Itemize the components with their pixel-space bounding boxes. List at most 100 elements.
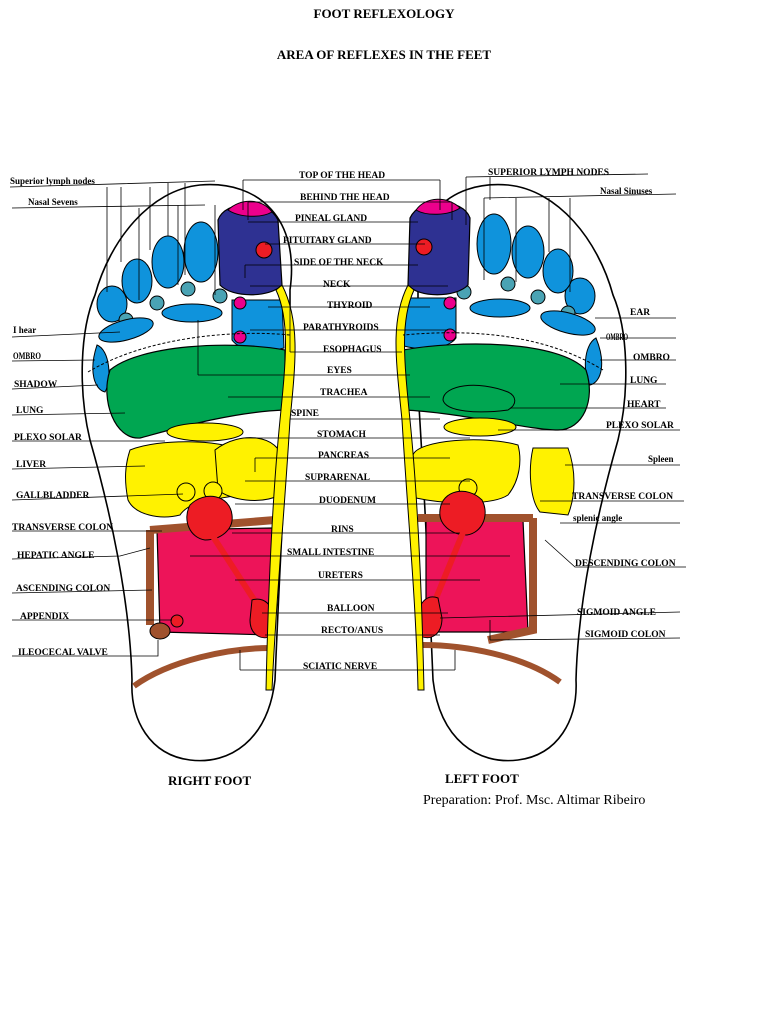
right-foot-caption: RIGHT FOOT: [168, 773, 252, 788]
label-stomach: STOMACH: [317, 430, 367, 440]
label-ombro-left-top: OMBRO: [606, 332, 628, 342]
label-transverse-colon-left: TRANSVERSE COLON: [572, 492, 673, 502]
right-parathyroid-dot: [233, 296, 247, 310]
label-side-of-neck: SIDE OF THE NECK: [294, 258, 384, 268]
right-lymph-dot: [212, 288, 228, 304]
right-toe-3: [151, 235, 185, 289]
left-sciatic-nerve: [422, 642, 562, 685]
right-diaphragm-line: [87, 332, 291, 373]
label-superior-lymph-nodes-right: Superior lymph nodes: [10, 176, 95, 186]
right-sciatic-nerve: [132, 645, 271, 689]
label-sciatic-nerve: SCIATIC NERVE: [303, 662, 377, 672]
label-spine: SPINE: [291, 409, 319, 419]
label-pineal-gland: PINEAL GLAND: [295, 214, 367, 224]
label-thyroid: THYROID: [327, 301, 373, 311]
left-solar-plexus: [443, 417, 517, 437]
left-lung: [402, 343, 590, 431]
labels-center: TOP OF THE HEAD BEHIND THE HEAD PINEAL G…: [283, 171, 390, 672]
label-ileocecal-valve: ILEOCECAL VALVE: [18, 648, 108, 658]
label-parathyroids: PARATHYROIDS: [303, 323, 379, 333]
left-lymph-dot: [530, 289, 546, 305]
label-balloon: BALLOON: [327, 604, 375, 614]
label-top-of-head: TOP OF THE HEAD: [299, 171, 385, 181]
right-spine: [265, 284, 296, 691]
left-pituitary-dot: [415, 238, 433, 256]
right-kidney: [186, 495, 233, 541]
label-sigmoid-colon: SIGMOID COLON: [585, 630, 666, 640]
left-parathyroid-dot: [443, 328, 457, 342]
label-liver: LIVER: [16, 460, 46, 470]
left-shoulder-area: [584, 337, 603, 386]
label-ear: EAR: [630, 308, 650, 318]
label-plexo-solar-right: PLEXO SOLAR: [14, 433, 82, 443]
label-superior-lymph-nodes-left: SUPERIOR LYMPH NODES: [488, 168, 609, 178]
page-title: FOOT REFLEXOLOGY: [313, 6, 455, 21]
credit-text: Preparation: Prof. Msc. Altimar Ribeiro: [423, 793, 646, 808]
label-nasal-sevens: Nasal Sevens: [28, 197, 78, 207]
label-ombro-right: OMBRO: [13, 351, 41, 361]
right-toe-4: [121, 258, 153, 304]
label-heart: HEART: [627, 400, 661, 410]
right-appendix: [170, 614, 184, 628]
left-foot-caption: LEFT FOOT: [445, 771, 519, 786]
left-toe-3: [511, 225, 545, 279]
left-toe-4: [542, 248, 574, 294]
right-stomach: [214, 437, 283, 501]
page-subtitle: AREA OF REFLEXES IN THE FEET: [276, 47, 492, 62]
label-sigmoid-angle: SIGMOID ANGLE: [577, 608, 656, 618]
left-eye-area: [469, 298, 531, 318]
left-spleen: [529, 447, 575, 516]
label-rins: RINS: [331, 525, 354, 535]
right-gallbladder: [176, 482, 196, 502]
left-toe-5: [564, 277, 596, 315]
left-diaphragm-line: [402, 332, 604, 371]
label-esophagus: ESOPHAGUS: [323, 345, 382, 355]
right-foot: [81, 183, 296, 762]
left-toe-2: [476, 213, 512, 275]
label-behind-head: BEHIND THE HEAD: [300, 193, 390, 203]
left-foot: [395, 183, 627, 762]
left-spine: [395, 284, 425, 691]
label-lung-left: LUNG: [630, 376, 658, 386]
label-hepatic-angle: HEPATIC ANGLE: [17, 551, 95, 561]
right-top-of-head: [227, 200, 273, 217]
label-eyes: EYES: [327, 366, 352, 376]
label-i-hear: I hear: [13, 325, 36, 335]
left-top-of-head: [415, 198, 461, 215]
right-toe-5: [96, 285, 128, 323]
label-spleen: Spleen: [648, 454, 674, 464]
label-lung-right: LUNG: [16, 406, 44, 416]
left-lymph-dot: [500, 276, 516, 292]
right-lymph-dot: [149, 295, 165, 311]
label-ombro-left: OMBRO: [633, 353, 670, 363]
right-shoulder-area: [92, 344, 110, 393]
label-ascending-colon: ASCENDING COLON: [16, 584, 110, 594]
right-solar-plexus: [166, 422, 244, 442]
right-lung: [106, 344, 286, 439]
label-ureters: URETERS: [318, 571, 363, 581]
right-lymph-dot: [180, 281, 196, 297]
left-heart: [442, 384, 516, 413]
label-small-intestine: SMALL INTESTINE: [287, 548, 374, 558]
label-shadow: SHADOW: [14, 380, 58, 390]
label-nasal-sinuses: Nasal Sinuses: [600, 186, 653, 196]
label-transverse-colon-right: TRANSVERSE COLON: [12, 523, 113, 533]
label-descending-colon: DESCENDING COLON: [575, 559, 676, 569]
left-kidney: [439, 490, 486, 536]
right-pituitary-dot: [255, 241, 273, 259]
label-pituitary-gland: PITUITARY GLAND: [283, 236, 372, 246]
label-pancreas: PANCREAS: [318, 451, 369, 461]
left-ureter: [429, 528, 467, 610]
left-parathyroid-dot: [443, 296, 457, 310]
right-ear-area: [98, 317, 154, 343]
right-parathyroid-dot: [233, 330, 247, 344]
label-suprarenal: SUPRARENAL: [305, 473, 370, 483]
right-toe-2: [183, 221, 219, 283]
label-gallbladder: GALLBLADDER: [16, 491, 90, 501]
label-splenic-angle: splenic angle: [573, 513, 622, 523]
label-recto-anus: RECTO/ANUS: [321, 626, 383, 636]
label-duodenum: DUODENUM: [319, 496, 376, 506]
labels-left: Superior lymph nodes Nasal Sevens I hear…: [10, 176, 113, 658]
label-trachea: TRACHEA: [320, 388, 368, 398]
